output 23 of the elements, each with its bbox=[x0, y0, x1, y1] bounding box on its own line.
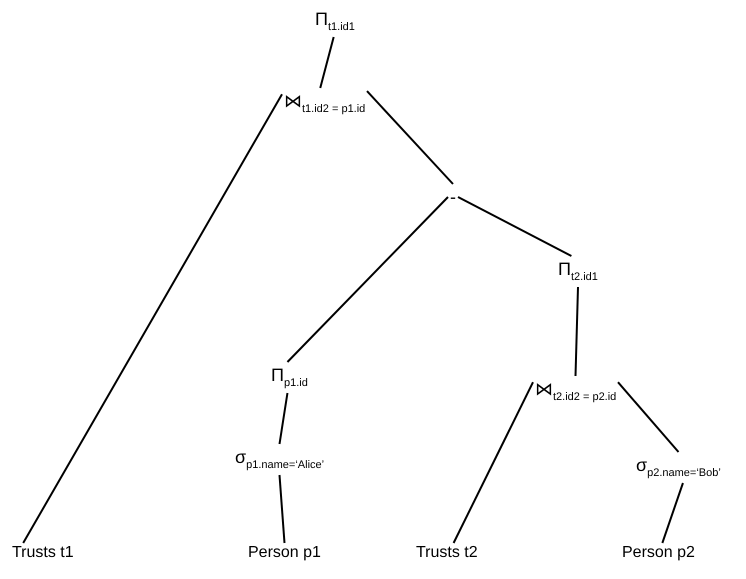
tree-edge bbox=[458, 196, 572, 257]
operator-label: - bbox=[448, 184, 458, 210]
tree-edge bbox=[452, 382, 534, 544]
operator-label: Π$_{p1.id}$ bbox=[269, 362, 310, 393]
tree-edge bbox=[278, 392, 288, 444]
operator-label: Π$_{t2.id1}$ bbox=[556, 256, 600, 287]
tree-edge bbox=[278, 474, 286, 544]
operator-label: σ$_{p2.name=‘Bob’}$ bbox=[634, 452, 723, 483]
tree-edge bbox=[286, 196, 449, 363]
tree-edge bbox=[617, 382, 680, 453]
relation-label: Person p1 bbox=[246, 543, 323, 563]
tree-edge bbox=[319, 36, 335, 88]
tree-edge bbox=[22, 94, 283, 544]
relation-label: Person p2 bbox=[620, 543, 697, 563]
operator-label: ⋈$_{t1.id2 = p1.id}$ bbox=[282, 88, 368, 119]
relation-label: Trusts t1 bbox=[10, 543, 76, 563]
operator-label: σ$_{p1.name=‘Alice’}$ bbox=[233, 444, 326, 475]
relation-label: Trusts t2 bbox=[414, 543, 480, 563]
tree-edge bbox=[366, 90, 454, 185]
tree-edge bbox=[574, 286, 579, 376]
operator-label: Π$_{t1.id1}$ bbox=[313, 6, 357, 37]
operator-label: ⋈$_{t2.id2 = p2.id}$ bbox=[533, 376, 618, 407]
tree-edge bbox=[661, 482, 684, 544]
